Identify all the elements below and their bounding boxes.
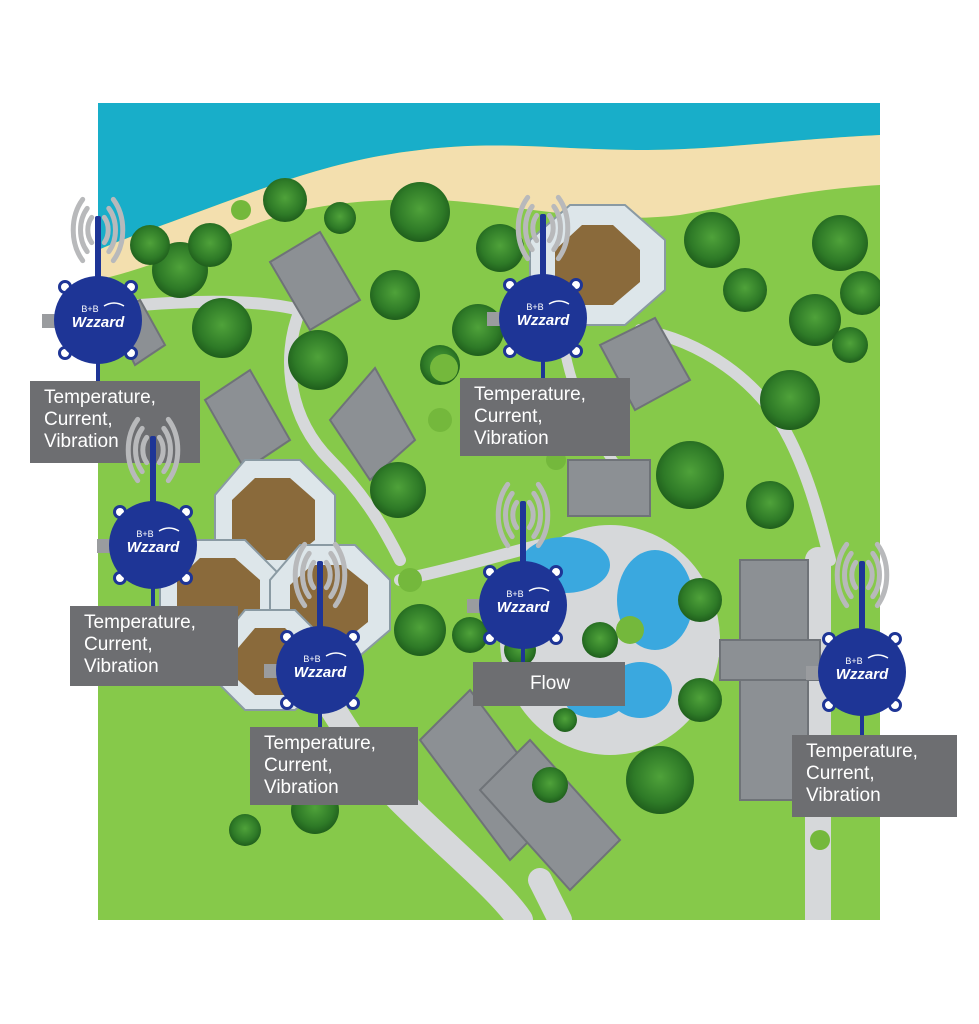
antenna-icon [859, 561, 865, 638]
brand-name-text: Wzzard [72, 314, 125, 331]
wifi-wave-icon [140, 434, 150, 466]
brand-top-text: B+B [526, 302, 543, 312]
antenna-icon [520, 501, 526, 571]
sensor-body [54, 276, 142, 364]
wifi-wave-icon [300, 550, 312, 600]
sensor-body [818, 628, 906, 716]
antenna-icon [317, 561, 323, 636]
connector-icon [42, 314, 56, 328]
wifi-wave-icon [292, 541, 308, 609]
wifi-wave-icon [834, 541, 850, 609]
brand-top-text: B+B [81, 304, 98, 314]
wifi-wave-icon [110, 196, 126, 264]
brand-swoosh-icon [548, 300, 570, 305]
connector-icon [97, 539, 111, 553]
brand-swoosh-icon [158, 527, 180, 532]
wifi-wave-icon [842, 550, 854, 600]
sensor-cable [860, 712, 864, 735]
wifi-wave-icon [523, 203, 535, 253]
connector-icon [467, 599, 481, 613]
trees [130, 178, 880, 846]
wifi-wave-icon [515, 194, 531, 262]
antenna-icon [95, 216, 101, 286]
wifi-wave-icon [865, 559, 875, 591]
brand-swoosh-icon [867, 654, 889, 659]
brand-name-text: Wzzard [497, 599, 550, 616]
wifi-wave-icon [874, 541, 890, 609]
brand-name-text: Wzzard [294, 664, 347, 681]
wifi-wave-icon [503, 490, 515, 540]
brand-top-text: B+B [136, 529, 153, 539]
sensor-cable [151, 585, 155, 606]
wifi-wave-icon [530, 212, 540, 244]
connector-icon [264, 664, 278, 678]
wifi-wave-icon [332, 541, 348, 609]
wifi-wave-icon [555, 194, 571, 262]
wifi-wave-icon [870, 550, 882, 600]
sensor-5-label: Flow [473, 662, 625, 706]
sensor-body [109, 501, 197, 589]
brand-name-text: Wzzard [127, 539, 180, 556]
wifi-wave-icon [133, 425, 145, 475]
wifi-wave-icon [125, 416, 141, 484]
sensor-6-label: Temperature, Current, Vibration [792, 735, 957, 817]
sea [98, 103, 880, 250]
sensor-body [276, 626, 364, 714]
wifi-wave-icon [526, 499, 536, 531]
sensor-cable [541, 358, 545, 378]
wifi-wave-icon [70, 196, 86, 264]
antenna-icon [540, 214, 546, 284]
sensor-body [499, 274, 587, 362]
brand-top-text: B+B [303, 654, 320, 664]
wifi-wave-icon [106, 205, 118, 255]
wifi-wave-icon [323, 559, 333, 591]
wifi-wave-icon [546, 212, 556, 244]
wifi-wave-icon [101, 214, 111, 246]
brand-top-text: B+B [845, 656, 862, 666]
wifi-wave-icon [328, 550, 340, 600]
connector-icon [487, 312, 501, 326]
sensor-cable [318, 710, 322, 727]
brand-name-text: Wzzard [836, 666, 889, 683]
brand-swoosh-icon [103, 302, 125, 307]
brand-swoosh-icon [325, 652, 347, 657]
brand-name-text: Wzzard [517, 312, 570, 329]
wifi-wave-icon [510, 499, 520, 531]
bushes [231, 200, 830, 850]
wifi-wave-icon [849, 559, 859, 591]
sensor-body [479, 561, 567, 649]
wifi-wave-icon [156, 434, 166, 466]
beach [98, 135, 880, 280]
wifi-wave-icon [535, 481, 551, 549]
sensor-cable [96, 360, 100, 381]
wifi-wave-icon [161, 425, 173, 475]
wifi-wave-icon [495, 481, 511, 549]
sensor-cable [521, 645, 525, 662]
wifi-wave-icon [307, 559, 317, 591]
brand-swoosh-icon [528, 587, 550, 592]
wifi-wave-icon [551, 203, 563, 253]
brand-top-text: B+B [506, 589, 523, 599]
wifi-wave-icon [165, 416, 181, 484]
wifi-wave-icon [85, 214, 95, 246]
sensor-2-label: Temperature, Current, Vibration [460, 378, 630, 456]
wifi-wave-icon [531, 490, 543, 540]
sensor-4-label: Temperature, Current, Vibration [250, 727, 418, 805]
wifi-wave-icon [78, 205, 90, 255]
antenna-icon [150, 436, 156, 511]
sensor-3-label: Temperature, Current, Vibration [70, 606, 238, 686]
connector-icon [806, 666, 820, 680]
